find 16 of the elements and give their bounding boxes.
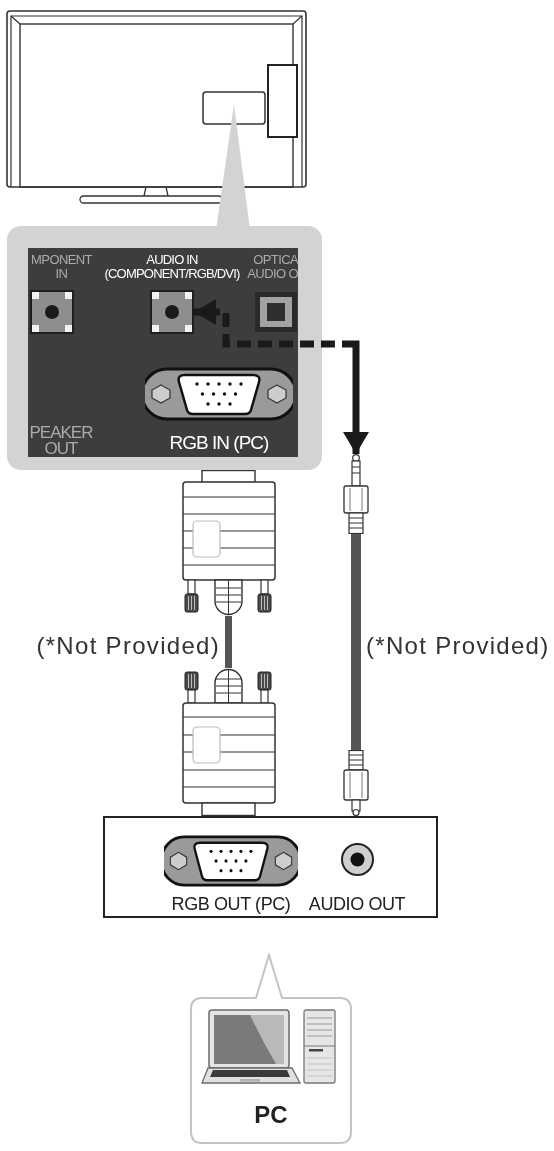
device-label: PC <box>253 1100 289 1130</box>
port-label: AUDIO IN (COMPONENT/RGB/DVI) <box>104 253 240 281</box>
port-label: MPONENT IN <box>30 253 93 281</box>
audio-plug-drawing <box>343 454 369 534</box>
cable <box>225 616 232 668</box>
connection-arrow <box>194 299 369 454</box>
callout-panel <box>7 226 322 470</box>
port-label: RGB OUT (PC) <box>170 893 292 915</box>
audio-plug-drawing <box>343 750 369 816</box>
port-label: AUDIO OUT <box>307 893 407 915</box>
vga-plug-drawing <box>182 470 276 616</box>
cable <box>351 534 361 750</box>
port-label: RGB IN (PC) <box>168 432 270 454</box>
port-label: OPTICA AUDIO O <box>246 253 298 281</box>
vga-plug-drawing <box>182 668 276 816</box>
port-label: PEAKER OUT <box>28 425 94 457</box>
